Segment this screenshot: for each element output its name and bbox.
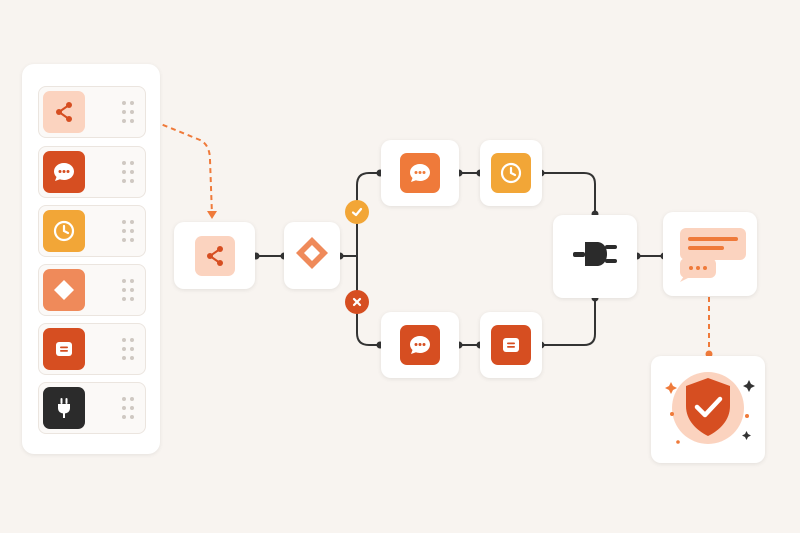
drag-handle-icon[interactable] (121, 160, 135, 184)
connector-line (356, 256, 382, 346)
clock-icon (43, 210, 85, 252)
drag-handle-icon[interactable] (121, 278, 135, 302)
branch-success-check-icon (345, 200, 369, 224)
list-icon (43, 328, 85, 370)
node-palette (22, 64, 160, 454)
chat-bubble-icon (43, 151, 85, 193)
drag-handle-icon[interactable] (121, 219, 135, 243)
shield-check-icon (658, 362, 758, 457)
flow-node-response[interactable] (663, 212, 757, 296)
flow-node-delay[interactable] (480, 140, 542, 206)
dashed-drag-connector (145, 117, 213, 216)
drag-handle-icon[interactable] (121, 396, 135, 420)
list-icon (491, 325, 531, 365)
chat-bubble-icon (400, 153, 440, 193)
palette-item-delay[interactable] (38, 205, 146, 257)
palette-item-log[interactable] (38, 323, 146, 375)
flow-node-condition[interactable] (284, 222, 340, 289)
chat-response-icon (672, 222, 748, 287)
share-icon (43, 91, 85, 133)
flow-node-log[interactable] (480, 312, 542, 378)
flow-node-message-success[interactable] (381, 140, 459, 206)
connector-arrow (207, 211, 217, 219)
connector-line (541, 172, 596, 216)
flow-node-integration[interactable] (553, 215, 637, 298)
share-icon (194, 235, 235, 276)
drag-handle-icon[interactable] (121, 337, 135, 361)
connector-line (541, 298, 596, 346)
flow-node-security[interactable] (651, 356, 765, 463)
diamond-icon (43, 269, 85, 311)
palette-item-integration[interactable] (38, 382, 146, 434)
chat-bubble-icon (400, 325, 440, 365)
connector-endpoint (705, 350, 713, 358)
plug-icon (569, 228, 621, 285)
clock-icon (491, 153, 531, 193)
connector-line (356, 172, 382, 256)
palette-item-share[interactable] (38, 86, 146, 138)
drag-handle-icon[interactable] (121, 100, 135, 124)
plug-icon (43, 387, 85, 429)
branch-failure-x-icon (345, 290, 369, 314)
flow-node-trigger[interactable] (174, 222, 255, 289)
flow-node-message-fail[interactable] (381, 312, 459, 378)
palette-item-message[interactable] (38, 146, 146, 198)
diamond-icon (292, 233, 332, 278)
palette-item-condition[interactable] (38, 264, 146, 316)
